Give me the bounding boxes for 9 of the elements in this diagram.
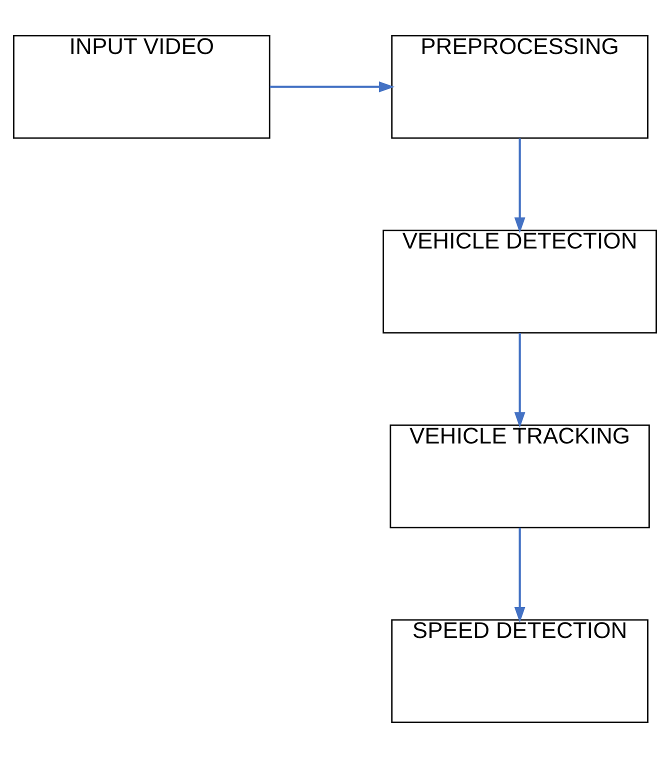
node-box: SPEED DETECTION (391, 619, 648, 724)
node-box: VEHICLE DETECTION (382, 230, 657, 334)
arrow (514, 332, 526, 428)
node-box: INPUT VIDEO (13, 34, 270, 139)
node-box: PREPROCESSING (391, 34, 648, 139)
arrow (270, 81, 395, 92)
node-box: VEHICLE TRACKING (390, 424, 650, 528)
arrow (514, 528, 526, 623)
arrow (514, 138, 526, 234)
